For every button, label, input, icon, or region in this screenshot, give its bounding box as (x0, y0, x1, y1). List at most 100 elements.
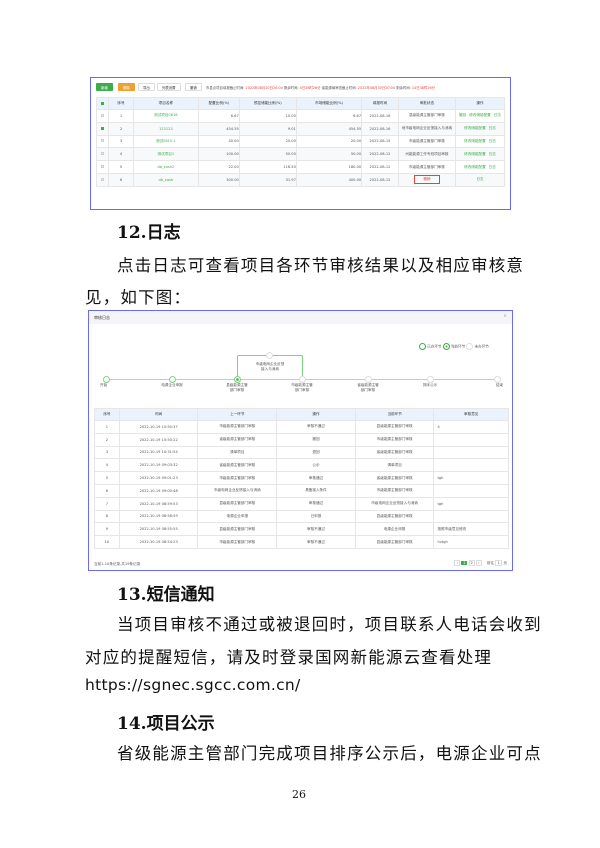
section-14-paragraph: 省级能源主管部门完成项目排序公示后，电源企业可点 (117, 744, 542, 763)
audit-comment: hvtgh (433, 535, 509, 549)
column-header: 配置比例(%) (197, 97, 240, 110)
row-checkbox[interactable] (101, 139, 105, 143)
row-number: 5 (108, 160, 134, 174)
action-link[interactable]: 修改储能配置 (464, 164, 486, 169)
flow-step-label: 开始 (100, 383, 108, 387)
ratio-value: 454.55 (295, 121, 363, 136)
column-header: 序号 (94, 408, 120, 421)
page-1-button[interactable]: 1 (461, 561, 468, 565)
column-header: 审批状态 (397, 97, 456, 110)
section-12-title: 12.日志 (117, 223, 181, 243)
action-link[interactable]: 修改储能配置 (464, 138, 486, 143)
project-name-link[interactable]: 测试0815-1 (132, 134, 199, 149)
ratio-value: 20.00 (238, 134, 297, 149)
action-link[interactable]: 日志 (488, 126, 496, 131)
current-step: 市级能源主管部门审核 (354, 483, 435, 498)
row-checkbox-cell[interactable] (95, 121, 110, 136)
row-checkbox-cell[interactable] (95, 172, 110, 187)
row-checkbox-cell[interactable] (95, 134, 110, 149)
page-2-button[interactable]: 2 (468, 560, 475, 566)
actions-cell: 修改储能配置日志 (454, 160, 506, 174)
log-time: 2022-10-19 08:58:59 (118, 509, 199, 524)
project-name-link[interactable]: 测试项目1 (132, 147, 199, 162)
previous-step: 清单项目 (197, 445, 278, 460)
flow-node-pending (426, 376, 434, 383)
section-13-title: 13.短信通知 (117, 585, 215, 605)
action-link[interactable]: 日志 (488, 138, 496, 143)
add-button[interactable]: 新增 (96, 83, 113, 91)
current-step: 省级能源主管部门审核 (354, 471, 435, 485)
export-button[interactable]: 导出 (138, 83, 155, 91)
notice-date: 2022年08月30日20:00 (357, 86, 395, 90)
column-header: 时间 (118, 408, 199, 421)
section-12-paragraph: 见，如下图： (85, 288, 192, 307)
action-link[interactable]: 修改储能配置 (469, 113, 491, 118)
column-header: 操作 (276, 408, 356, 421)
next-page-button[interactable]: › (475, 560, 482, 566)
column-header: 审核意见 (433, 408, 509, 421)
branch-node-label: 市级电网企业反馈接入与消纳 (255, 362, 285, 371)
row-checkbox-cell[interactable] (95, 160, 110, 174)
column-header: 项目名称 (132, 97, 199, 110)
flow-step-label: 市级能源主管部门审核 (291, 383, 313, 392)
action-link[interactable]: 日志 (476, 177, 484, 182)
prev-page-button[interactable]: ‹ (454, 560, 461, 566)
action-link[interactable]: 日志 (493, 113, 501, 118)
column-settings-button[interactable]: 列表设置 (157, 83, 181, 91)
row-number: 4 (108, 147, 134, 162)
project-name-link[interactable]: 123123 (132, 121, 199, 136)
approval-status: 州能能源工作专班项目审核 (397, 147, 456, 162)
column-header: 预控储能比例(%) (238, 97, 297, 110)
section-14-title: 14.项目公示 (117, 714, 215, 734)
action-link[interactable]: 修改储能配置 (464, 151, 486, 156)
flow-node-done (168, 376, 176, 383)
action-link[interactable]: 日志 (488, 151, 496, 156)
section-12-paragraph: 点击日志可查看项目各环节审核结果以及相应审核意 (117, 256, 525, 275)
row-checkbox-cell[interactable] (95, 109, 110, 123)
operation: 已申报 (276, 509, 356, 524)
row-checkbox[interactable] (101, 152, 105, 156)
website-link[interactable]: https://sgnec.sgcc.com.cn/ (85, 676, 301, 694)
action-link[interactable]: 日志 (488, 164, 496, 169)
project-name-link[interactable]: db_cash (132, 172, 199, 187)
pagination: ‹ 1 2 › 前往 1 页 (454, 560, 507, 566)
status-text: 地市级电网企业反馈接入与消纳 (401, 126, 453, 131)
revoke-button[interactable]: 撤销 (185, 83, 202, 91)
project-name-link[interactable]: 测试项目0816 (132, 109, 199, 123)
approval-status: 撤销 (397, 172, 456, 187)
current-step: 市级电网企业反馈接入与消纳 (354, 496, 435, 511)
row-number: 2 (94, 432, 120, 447)
operation: 审核通过 (276, 496, 356, 511)
close-icon[interactable]: × (503, 314, 507, 319)
delete-button[interactable]: 删除 (118, 83, 135, 91)
log-time: 2022-10-19 09:01:23 (118, 471, 199, 485)
row-checkbox-cell[interactable] (95, 147, 110, 162)
action-link[interactable]: 修改储能配置 (464, 126, 486, 131)
row-number: 2 (108, 121, 134, 136)
select-all-checkbox[interactable] (101, 101, 105, 105)
operation: 撤回 (276, 432, 356, 447)
row-checkbox[interactable] (101, 177, 105, 181)
row-number: 4 (94, 458, 120, 473)
project-table: 序号项目名称配置比例(%)预控储能比例(%)市场储能比例(%)填报时间审批状态操… (95, 97, 506, 187)
goto-input[interactable]: 1 (495, 560, 503, 566)
notice-label: 省能源局审查截止时间: (321, 86, 357, 90)
column-header: 操作 (454, 97, 506, 110)
column-header: 当前环节 (354, 408, 435, 421)
page-number: 26 (292, 788, 306, 801)
row-checkbox[interactable] (101, 126, 105, 130)
row-checkbox[interactable] (101, 113, 105, 117)
log-time: 2022-10-19 09:00:48 (118, 483, 199, 498)
ratio-value: 10.00 (238, 109, 297, 123)
row-checkbox[interactable] (101, 165, 105, 169)
flow-step-label: 电源企业申报 (161, 383, 183, 387)
section-13-paragraph: 当项目审核不通过或被退回时，项目联系人电话会收到 (117, 615, 542, 634)
action-link[interactable]: 撤回 (459, 113, 467, 118)
project-name-link[interactable]: db_cash2 (132, 160, 199, 174)
operation: 审核通过 (276, 471, 356, 485)
